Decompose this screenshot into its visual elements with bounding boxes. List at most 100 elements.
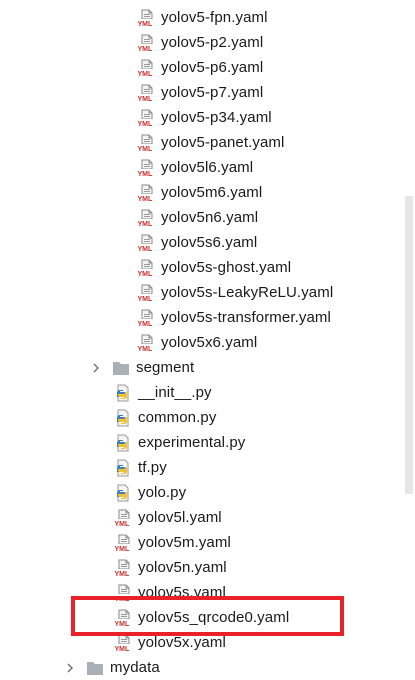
- yaml-file-icon: YML: [137, 34, 155, 52]
- file-name: yolov5-panet.yaml: [161, 133, 285, 151]
- svg-text:YML: YML: [138, 271, 154, 277]
- tree-item-yaml[interactable]: YML yolov5-panet.yaml: [0, 130, 415, 155]
- yaml-file-icon: YML: [137, 209, 155, 227]
- svg-text:YML: YML: [115, 571, 131, 577]
- yaml-file-icon: YML: [137, 109, 155, 127]
- tree-item-yaml[interactable]: YML yolov5m6.yaml: [0, 180, 415, 205]
- file-name: yolov5-p34.yaml: [161, 108, 272, 126]
- yaml-file-icon: YML: [137, 9, 155, 27]
- tree-item-yaml[interactable]: YML yolov5n6.yaml: [0, 205, 415, 230]
- file-name: __init__.py: [138, 383, 212, 401]
- chevron-right-icon[interactable]: [64, 662, 76, 674]
- yaml-file-icon: YML: [114, 609, 132, 627]
- file-name: yolov5x.yaml: [138, 633, 226, 651]
- python-file-icon: [114, 409, 132, 427]
- yaml-file-icon: YML: [137, 234, 155, 252]
- tree-item-python[interactable]: experimental.py: [0, 430, 415, 455]
- file-name: yolov5n.yaml: [138, 558, 227, 576]
- svg-text:YML: YML: [138, 246, 154, 252]
- folder-icon: [112, 359, 130, 377]
- tree-folder-mydata[interactable]: mydata: [0, 655, 415, 680]
- folder-name: segment: [136, 358, 195, 376]
- tree-item-yaml[interactable]: YML yolov5l6.yaml: [0, 155, 415, 180]
- file-name: yolov5-fpn.yaml: [161, 8, 268, 26]
- file-name: yolov5n6.yaml: [161, 208, 259, 226]
- python-file-icon: [114, 384, 132, 402]
- file-name: yolov5s-transformer.yaml: [161, 308, 331, 326]
- svg-text:YML: YML: [115, 646, 131, 652]
- vertical-scrollbar[interactable]: [403, 0, 415, 674]
- tree-item-yaml[interactable]: YML yolov5-p2.yaml: [0, 30, 415, 55]
- yaml-file-icon: YML: [114, 634, 132, 652]
- svg-text:YML: YML: [138, 71, 154, 77]
- tree-item-python[interactable]: common.py: [0, 405, 415, 430]
- svg-text:YML: YML: [115, 521, 131, 527]
- file-name: yolov5-p6.yaml: [161, 58, 264, 76]
- file-name: yolov5m6.yaml: [161, 183, 263, 201]
- folder-icon: [86, 659, 104, 677]
- yaml-file-icon: YML: [137, 284, 155, 302]
- yaml-file-icon: YML: [114, 559, 132, 577]
- tree-item-yaml-highlighted[interactable]: YML yolov5s_qrcode0.yaml: [0, 605, 415, 630]
- file-name: yolov5x6.yaml: [161, 333, 258, 351]
- svg-text:YML: YML: [138, 346, 154, 352]
- python-file-icon: [114, 484, 132, 502]
- file-name: yolov5s-LeakyReLU.yaml: [161, 283, 334, 301]
- yaml-file-icon: YML: [137, 184, 155, 202]
- svg-text:YML: YML: [138, 146, 154, 152]
- tree-folder-segment[interactable]: segment: [0, 355, 415, 380]
- tree-item-yaml[interactable]: YML yolov5m.yaml: [0, 530, 415, 555]
- file-name: common.py: [138, 408, 217, 426]
- tree-item-yaml[interactable]: YML yolov5x.yaml: [0, 630, 415, 655]
- tree-item-python[interactable]: tf.py: [0, 455, 415, 480]
- folder-name: mydata: [110, 658, 160, 676]
- tree-item-yaml[interactable]: YML yolov5s6.yaml: [0, 230, 415, 255]
- svg-text:YML: YML: [138, 296, 154, 302]
- svg-text:YML: YML: [138, 96, 154, 102]
- svg-text:YML: YML: [115, 546, 131, 552]
- yaml-file-icon: YML: [137, 84, 155, 102]
- project-file-tree: YML yolov5-fpn.yaml YML yolov5-p2.yaml Y…: [67, 9, 333, 676]
- file-name: tf.py: [138, 458, 167, 476]
- scrollbar-thumb[interactable]: [405, 196, 413, 494]
- tree-item-python[interactable]: __init__.py: [0, 380, 415, 405]
- yaml-file-icon: YML: [137, 334, 155, 352]
- tree-item-yaml[interactable]: YML yolov5s-LeakyReLU.yaml: [0, 280, 415, 305]
- yaml-file-icon: YML: [137, 59, 155, 77]
- tree-item-yaml[interactable]: YML yolov5-p6.yaml: [0, 55, 415, 80]
- svg-text:YML: YML: [138, 21, 154, 27]
- file-name: yolov5l6.yaml: [161, 158, 254, 176]
- file-name: yolo.py: [138, 483, 187, 501]
- tree-item-yaml[interactable]: YML yolov5l.yaml: [0, 505, 415, 530]
- file-name: yolov5s_qrcode0.yaml: [138, 608, 290, 626]
- yaml-file-icon: YML: [114, 534, 132, 552]
- svg-text:YML: YML: [138, 196, 154, 202]
- svg-text:YML: YML: [138, 171, 154, 177]
- file-name: yolov5-p7.yaml: [161, 83, 264, 101]
- tree-item-yaml[interactable]: YML yolov5-p7.yaml: [0, 80, 415, 105]
- tree-item-yaml[interactable]: YML yolov5x6.yaml: [0, 330, 415, 355]
- yaml-file-icon: YML: [137, 159, 155, 177]
- file-name: yolov5s-ghost.yaml: [161, 258, 292, 276]
- file-name: experimental.py: [138, 433, 246, 451]
- svg-text:YML: YML: [115, 596, 131, 602]
- tree-item-yaml[interactable]: YML yolov5s-transformer.yaml: [0, 305, 415, 330]
- yaml-file-icon: YML: [137, 309, 155, 327]
- file-name: yolov5m.yaml: [138, 533, 231, 551]
- file-name: yolov5s.yaml: [138, 583, 226, 601]
- chevron-right-icon[interactable]: [90, 362, 102, 374]
- tree-item-yaml[interactable]: YML yolov5s-ghost.yaml: [0, 255, 415, 280]
- svg-text:YML: YML: [138, 46, 154, 52]
- tree-item-yaml[interactable]: YML yolov5-p34.yaml: [0, 105, 415, 130]
- tree-item-yaml[interactable]: YML yolov5s.yaml: [0, 580, 415, 605]
- svg-text:YML: YML: [138, 321, 154, 327]
- tree-item-yaml[interactable]: YML yolov5n.yaml: [0, 555, 415, 580]
- yaml-file-icon: YML: [114, 509, 132, 527]
- yaml-file-icon: YML: [137, 134, 155, 152]
- yaml-file-icon: YML: [114, 584, 132, 602]
- svg-text:YML: YML: [138, 221, 154, 227]
- tree-item-yaml[interactable]: YML yolov5-fpn.yaml: [0, 5, 415, 30]
- python-file-icon: [114, 459, 132, 477]
- file-name: yolov5s6.yaml: [161, 233, 258, 251]
- tree-item-python[interactable]: yolo.py: [0, 480, 415, 505]
